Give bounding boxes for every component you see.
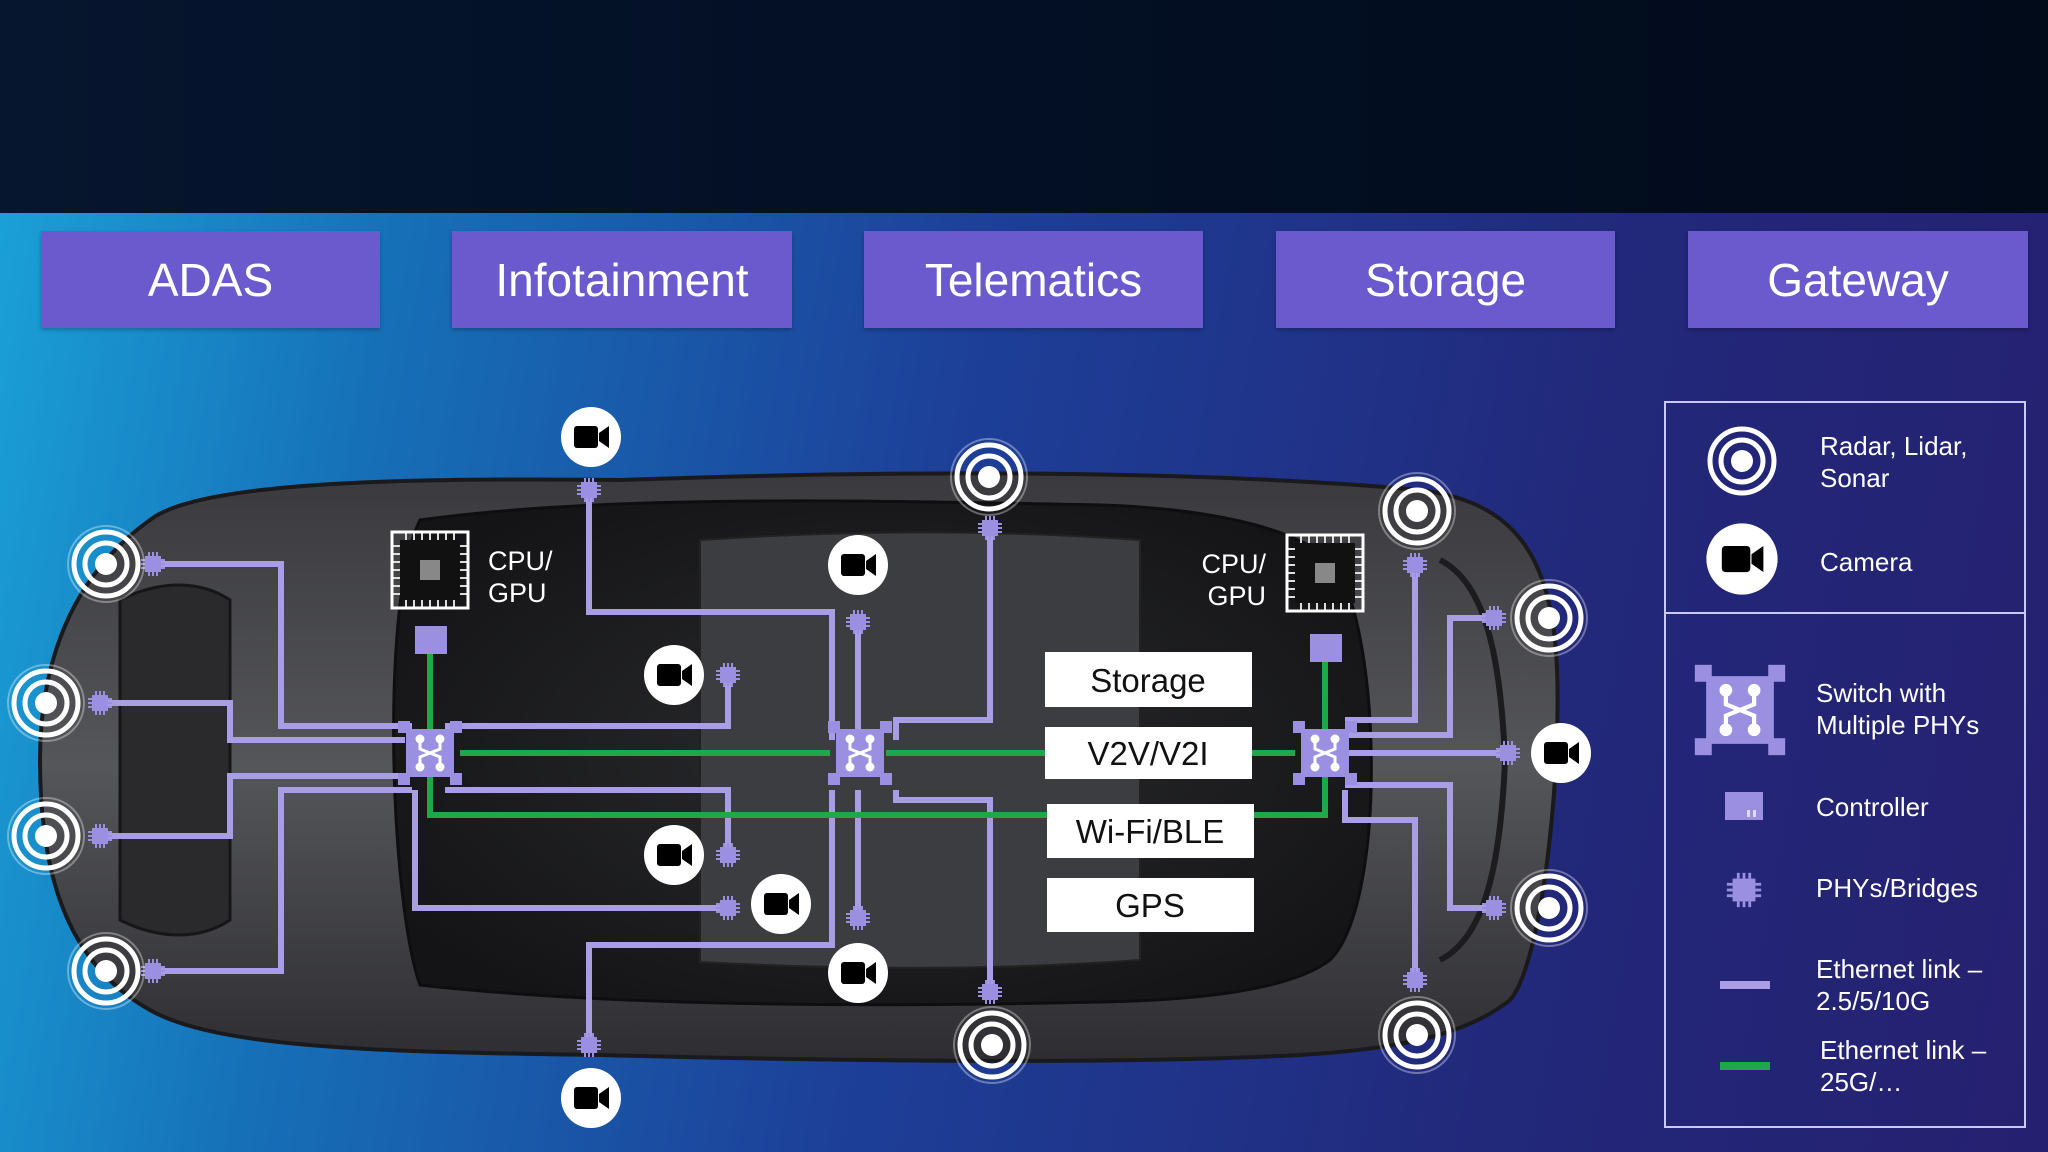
legend-switch-line2: Multiple PHYs bbox=[1816, 710, 1980, 740]
ethernet-links-low bbox=[100, 490, 1508, 1045]
storage-box bbox=[1045, 652, 1252, 707]
cpu-left-label-line2: GPU bbox=[488, 578, 547, 608]
storage-box-label: Storage bbox=[1090, 662, 1206, 699]
camera-icon bbox=[1531, 723, 1591, 783]
center-modules: Storage V2V/V2I Wi-Fi/BLE GPS bbox=[1045, 652, 1254, 932]
legend-eth-high-swatch bbox=[1720, 1062, 1770, 1070]
legend-eth-low-line1: Ethernet link – bbox=[1816, 954, 1983, 984]
tab-gateway[interactable]: Gateway bbox=[1688, 231, 2028, 328]
legend-phy-label: PHYs/Bridges bbox=[1816, 873, 1978, 903]
wifi-box bbox=[1047, 804, 1254, 858]
cpu-left-label-line1: CPU/ bbox=[488, 546, 553, 576]
legend-divider bbox=[1664, 612, 2026, 614]
cpu-right-label-line2: GPU bbox=[1207, 581, 1266, 611]
legend-radar-line2: Sonar bbox=[1820, 463, 1890, 493]
camera-icon bbox=[828, 943, 888, 1003]
radar-icon bbox=[1707, 426, 1777, 496]
v2v-box bbox=[1045, 727, 1252, 779]
gps-box bbox=[1047, 878, 1254, 932]
switch-left bbox=[396, 719, 464, 787]
legend-camera-label: Camera bbox=[1820, 547, 1913, 577]
camera-icon bbox=[561, 407, 621, 467]
legend-switch-line1: Switch with bbox=[1816, 678, 1947, 708]
switch-icon bbox=[1694, 664, 1786, 756]
switch-right bbox=[1291, 719, 1359, 787]
gps-box-label: GPS bbox=[1115, 887, 1185, 924]
tab-storage[interactable]: Storage bbox=[1276, 231, 1615, 328]
switch-center bbox=[826, 719, 894, 787]
tab-telematics[interactable]: Telematics bbox=[864, 231, 1203, 328]
cpu-gpu-left-chip bbox=[390, 530, 470, 610]
top-band bbox=[0, 0, 2048, 213]
camera-icon bbox=[828, 535, 888, 595]
controller-right bbox=[1310, 634, 1342, 662]
cpu-right-label-line1: CPU/ bbox=[1201, 549, 1266, 579]
legend-eth-high-line1: Ethernet link – bbox=[1820, 1035, 1987, 1065]
tab-adas[interactable]: ADAS bbox=[41, 231, 380, 328]
legend-eth-high-line2: 25G/… bbox=[1820, 1067, 1903, 1097]
v2v-box-label: V2V/V2I bbox=[1087, 735, 1208, 772]
controller-icon bbox=[1725, 792, 1763, 820]
camera-icon bbox=[751, 874, 811, 934]
cpu-gpu-right-chip bbox=[1285, 533, 1365, 613]
controller-left bbox=[415, 626, 447, 654]
phy-icon bbox=[1726, 872, 1762, 908]
tab-infotainment[interactable]: Infotainment bbox=[452, 231, 792, 328]
legend-eth-low-swatch bbox=[1720, 981, 1770, 989]
legend-radar-line1: Radar, Lidar, bbox=[1820, 431, 1968, 461]
legend-eth-low-line2: 2.5/5/10G bbox=[1816, 986, 1931, 1016]
camera-icon bbox=[644, 825, 704, 885]
camera-icon bbox=[561, 1068, 621, 1128]
camera-icon bbox=[1706, 523, 1778, 595]
legend bbox=[1664, 401, 2026, 1128]
legend-controller-label: Controller bbox=[1816, 792, 1929, 822]
wifi-box-label: Wi-Fi/BLE bbox=[1076, 813, 1225, 850]
camera-icon bbox=[644, 645, 704, 705]
